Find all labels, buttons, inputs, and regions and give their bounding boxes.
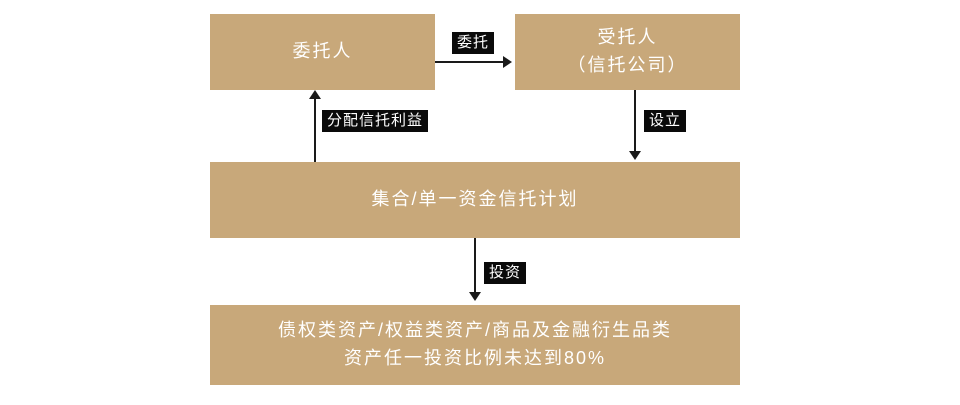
entrust-edge-label: 委托 xyxy=(452,32,495,54)
establish-arrow-line xyxy=(634,90,636,152)
distribute-benefits-edge-label: 分配信托利益 xyxy=(322,110,429,132)
principal-node: 委托人 xyxy=(210,14,435,90)
assets-label-line1: 债权类资产/权益类资产/商品及金融衍生品类 xyxy=(278,320,672,341)
assets-label-line2: 资产任一投资比例未达到80% xyxy=(343,348,607,368)
establish-edge-label: 设立 xyxy=(644,110,687,132)
trustee-label-line1: 受托人 xyxy=(597,27,658,48)
trust-plan-node: 集合/单一资金信托计划 xyxy=(210,162,740,238)
invest-edge-label: 投资 xyxy=(484,262,527,284)
trustee-label-line2: （信托公司） xyxy=(567,55,688,75)
invest-arrow-line xyxy=(474,238,476,293)
assets-node: 债权类资产/权益类资产/商品及金融衍生品类 资产任一投资比例未达到80% xyxy=(210,305,740,385)
trust-plan-label: 集合/单一资金信托计划 xyxy=(371,189,579,210)
distribute-benefits-arrowhead-icon xyxy=(309,90,321,99)
principal-label: 委托人 xyxy=(292,41,353,62)
establish-arrowhead-icon xyxy=(629,151,641,160)
trustee-node: 受托人 （信托公司） xyxy=(515,14,740,90)
entrust-arrowhead-icon xyxy=(503,56,512,68)
entrust-arrow-line xyxy=(435,61,503,63)
distribute-benefits-arrow-line xyxy=(314,96,316,162)
invest-arrowhead-icon xyxy=(469,292,481,301)
